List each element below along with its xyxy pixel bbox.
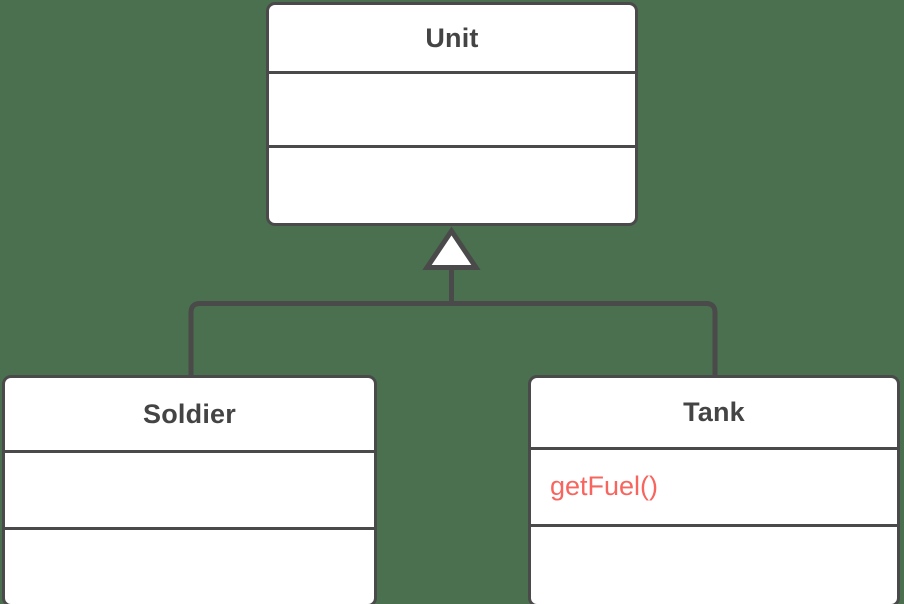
- inheritance-triangle-icon: [422, 226, 481, 270]
- connector-branch-left: [188, 301, 452, 380]
- uml-class-soldier[interactable]: Soldier: [2, 375, 377, 604]
- class-operations-unit: [269, 145, 635, 223]
- class-attributes-unit: [269, 71, 635, 145]
- uml-class-unit[interactable]: Unit: [266, 2, 638, 226]
- class-operations-soldier: [5, 527, 374, 604]
- class-name-unit: Unit: [425, 22, 479, 53]
- class-name-tank: Tank: [683, 397, 745, 427]
- class-member-get-fuel: getFuel(): [550, 471, 659, 502]
- uml-class-tank[interactable]: Tank getFuel(): [528, 375, 900, 604]
- class-attributes-soldier: [5, 450, 374, 527]
- class-name-soldier: Soldier: [143, 398, 236, 429]
- connector-branch-right: [451, 301, 718, 380]
- class-operations-tank: [531, 524, 897, 601]
- class-attributes-tank: getFuel(): [531, 447, 897, 524]
